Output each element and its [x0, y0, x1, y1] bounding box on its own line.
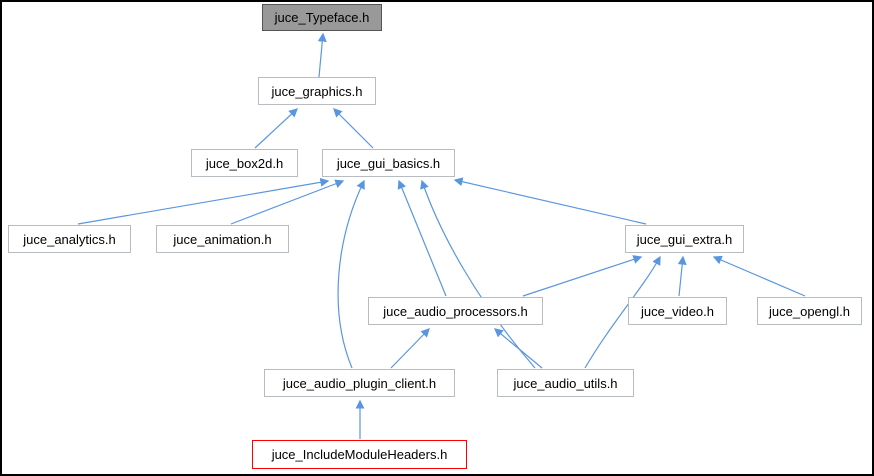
edge-video-to-gui_extra: [677, 255, 687, 297]
node-juce-graphics-h[interactable]: juce_graphics.h: [258, 77, 376, 105]
edge-audio_plugin_client-to-gui_basics: [337, 179, 365, 369]
node-juce-gui-extra-h[interactable]: juce_gui_extra.h: [625, 225, 744, 253]
edge-box2d-to-graphics: [254, 108, 298, 149]
edge-audio_utils-to-gui_basics: [420, 179, 536, 369]
edge-gui_basics-to-graphics: [333, 108, 374, 149]
node-juce-typeface-h[interactable]: juce_Typeface.h: [262, 4, 382, 31]
edge-audio_utils-to-gui_extra: [584, 255, 661, 369]
node-juce-includemoduleheaders-h[interactable]: juce_IncludeModuleHeaders.h: [252, 440, 467, 469]
edge-audio_plugin_client-to-audio_processors: [390, 328, 430, 369]
node-juce-audio-utils-h[interactable]: juce_audio_utils.h: [497, 369, 634, 397]
node-juce-gui-basics-h[interactable]: juce_gui_basics.h: [322, 149, 455, 177]
edge-opengl-to-gui_extra: [712, 255, 806, 297]
node-juce-audio-processors-h[interactable]: juce_audio_processors.h: [368, 297, 543, 325]
edge-animation-to-gui_basics: [230, 179, 345, 225]
edge-audio_processors-to-gui_extra: [522, 255, 643, 297]
node-juce-opengl-h[interactable]: juce_opengl.h: [757, 297, 862, 325]
edge-audio_processors-to-gui_basics: [397, 179, 447, 297]
node-juce-audio-plugin-client-h[interactable]: juce_audio_plugin_client.h: [264, 369, 455, 397]
node-juce-animation-h[interactable]: juce_animation.h: [156, 225, 289, 253]
node-juce-analytics-h[interactable]: juce_analytics.h: [8, 225, 131, 253]
edge-gui_extra-to-gui_basics: [453, 177, 647, 225]
edge-audio_utils-to-audio_processors: [493, 328, 543, 369]
edge-graphics-to-typeface: [317, 32, 327, 78]
node-juce-box2d-h[interactable]: juce_box2d.h: [191, 149, 298, 177]
edge-analytics-to-gui_basics: [77, 177, 330, 225]
node-juce-video-h[interactable]: juce_video.h: [628, 297, 727, 325]
